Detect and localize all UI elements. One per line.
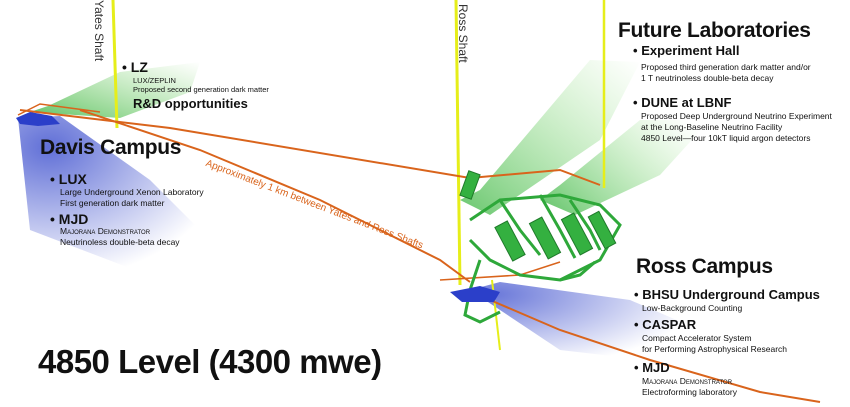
lz-rd: R&D opportunities (133, 96, 248, 111)
experiment-hall-beam (460, 60, 640, 215)
future-lab-halls (459, 170, 617, 262)
ross-heading: Ross Campus (636, 255, 773, 278)
dune-line2: at the Long-Baseline Neutrino Facility (641, 122, 783, 132)
future-heading: Future Laboratories (618, 19, 811, 42)
bullet: • (634, 317, 639, 332)
davis-lux: • LUX (50, 171, 87, 187)
bullet: • (634, 360, 639, 375)
bullet: • (633, 95, 638, 110)
ross-lab-blue (450, 286, 500, 302)
davis-blue-glow (18, 116, 230, 272)
drift-lower (79, 109, 471, 283)
bullet: • (50, 211, 55, 227)
experiment-hall-name: Experiment Hall (641, 43, 740, 58)
lz-name: LZ (130, 59, 148, 75)
drift-ross-east (489, 299, 821, 403)
dune-line1: Proposed Deep Underground Neutrino Exper… (641, 111, 832, 121)
bhsu-name: BHSU Underground Campus (642, 287, 820, 302)
ross-mjd-name: MJD (642, 360, 670, 375)
davis-mjd-desc: Neutrinoless double-beta decay (60, 237, 180, 247)
drift-davis-loop (17, 103, 101, 116)
ross-shaft-label: Ross Shaft (456, 4, 470, 63)
yates-shaft-line (111, 0, 119, 129)
caspar-name: CASPAR (642, 317, 697, 332)
davis-mjd: • MJD (50, 211, 88, 227)
lz-sub: LUX/ZEPLIN (133, 76, 176, 85)
ross-mjd-item: • MJD (634, 360, 670, 375)
davis-mjd-sub: Majorana Demonstrator (60, 226, 151, 236)
ross-blue-glow (470, 282, 700, 365)
bullet: • (633, 43, 638, 58)
ross-shaft-line (454, 0, 462, 286)
dune-name: DUNE at LBNF (641, 95, 732, 110)
lux-line1: Large Underground Xenon Laboratory (60, 187, 204, 197)
dune-line3: 4850 Level—four 10kT liquid argon detect… (641, 133, 811, 143)
dune-item: • DUNE at LBNF (633, 95, 731, 110)
bhsu-item: • BHSU Underground Campus (634, 287, 820, 302)
caspar-line2: for Performing Astrophysical Research (642, 344, 788, 354)
level-title: 4850 Level (4300 mwe) (38, 343, 382, 380)
experiment-hall-item: • Experiment Hall (633, 43, 739, 58)
caspar-line1: Compact Accelerator System (642, 333, 752, 343)
davis-heading: Davis Campus (40, 136, 182, 159)
hall-line2: 1 T neutrinoless double-beta decay (641, 73, 774, 83)
bhsu-desc: Low-Background Counting (642, 303, 743, 313)
bullet: • (122, 59, 127, 75)
hall-line1: Proposed third generation dark matter an… (641, 62, 811, 72)
yates-shaft-label: Yates Shaft (92, 0, 106, 62)
mjd-name: MJD (58, 211, 89, 227)
bullet: • (634, 287, 639, 302)
dune-beam (540, 120, 710, 215)
bullet: • (50, 171, 55, 187)
lux-line2: First generation dark matter (60, 198, 165, 208)
lz-desc: Proposed second generation dark matter (133, 85, 269, 94)
lz-item: • LZ (122, 59, 148, 75)
lux-name: LUX (58, 171, 87, 187)
davis-lab-blue (16, 112, 60, 126)
ross-mjd-sub: Majorana Demonstrator (642, 376, 733, 386)
caspar-item: • CASPAR (634, 317, 696, 332)
ross-mjd-desc: Electroforming laboratory (642, 387, 737, 397)
